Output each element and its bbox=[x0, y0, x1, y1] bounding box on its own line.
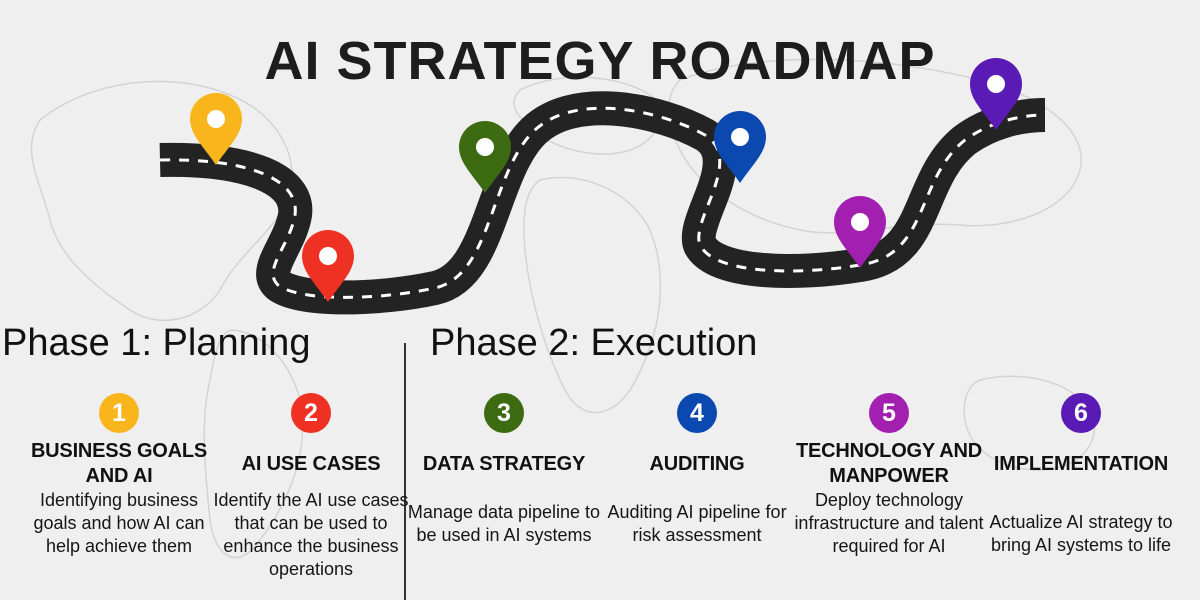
step-number-badge: 2 bbox=[291, 393, 331, 433]
step-description: Identify the AI use cases that can be us… bbox=[213, 490, 409, 579]
step-title: DATA STRATEGY bbox=[422, 452, 586, 475]
phase-divider bbox=[404, 343, 406, 600]
step-number-badge: 6 bbox=[1061, 393, 1101, 433]
page-title: AI STRATEGY ROADMAP bbox=[264, 31, 936, 91]
step-title: TECHNOLOGY AND MANPOWER bbox=[795, 440, 983, 487]
location-pin-icon-2 bbox=[302, 230, 354, 302]
step-implementation: 6 IMPLEMENTATION Actualize AI strategy t… bbox=[981, 393, 1181, 557]
location-pin-icon-4 bbox=[714, 111, 766, 183]
step-title: BUSINESS GOALS AND AI bbox=[30, 440, 208, 487]
location-pin-icon-6 bbox=[970, 58, 1022, 130]
step-number-badge: 3 bbox=[484, 393, 524, 433]
step-number-badge: 1 bbox=[99, 393, 139, 433]
step-number-badge: 5 bbox=[869, 393, 909, 433]
step-technology-manpower: 5 TECHNOLOGY AND MANPOWER Deploy technol… bbox=[789, 393, 989, 558]
step-description: Deploy technology infrastructure and tal… bbox=[794, 490, 984, 556]
step-description: Actualize AI strategy to bring AI system… bbox=[989, 512, 1173, 555]
step-description: Auditing AI pipeline for risk assessment bbox=[607, 502, 787, 545]
phase-2-heading: Phase 2: Execution bbox=[430, 322, 758, 364]
step-description: Manage data pipeline to be used in AI sy… bbox=[407, 502, 601, 545]
location-pin-icon-1 bbox=[190, 93, 242, 165]
step-business-goals: 1 BUSINESS GOALS AND AI Identifying busi… bbox=[19, 393, 219, 558]
step-data-strategy: 3 DATA STRATEGY Manage data pipeline to … bbox=[404, 393, 604, 547]
step-ai-use-cases: 2 AI USE CASES Identify the AI use cases… bbox=[211, 393, 411, 581]
step-auditing: 4 AUDITING Auditing AI pipeline for risk… bbox=[597, 393, 797, 547]
location-pin-icon-3 bbox=[459, 121, 511, 193]
road-surface bbox=[159, 91, 1046, 315]
road-lane-markings bbox=[159, 106, 1046, 299]
step-title: IMPLEMENTATION bbox=[993, 452, 1169, 475]
phase-1-heading: Phase 1: Planning bbox=[2, 322, 311, 364]
location-pin-icon-5 bbox=[834, 196, 886, 268]
step-title: AUDITING bbox=[649, 452, 745, 475]
step-title: AI USE CASES bbox=[241, 452, 381, 475]
step-description: Identifying business goals and how AI ca… bbox=[33, 490, 205, 556]
step-number-badge: 4 bbox=[677, 393, 717, 433]
